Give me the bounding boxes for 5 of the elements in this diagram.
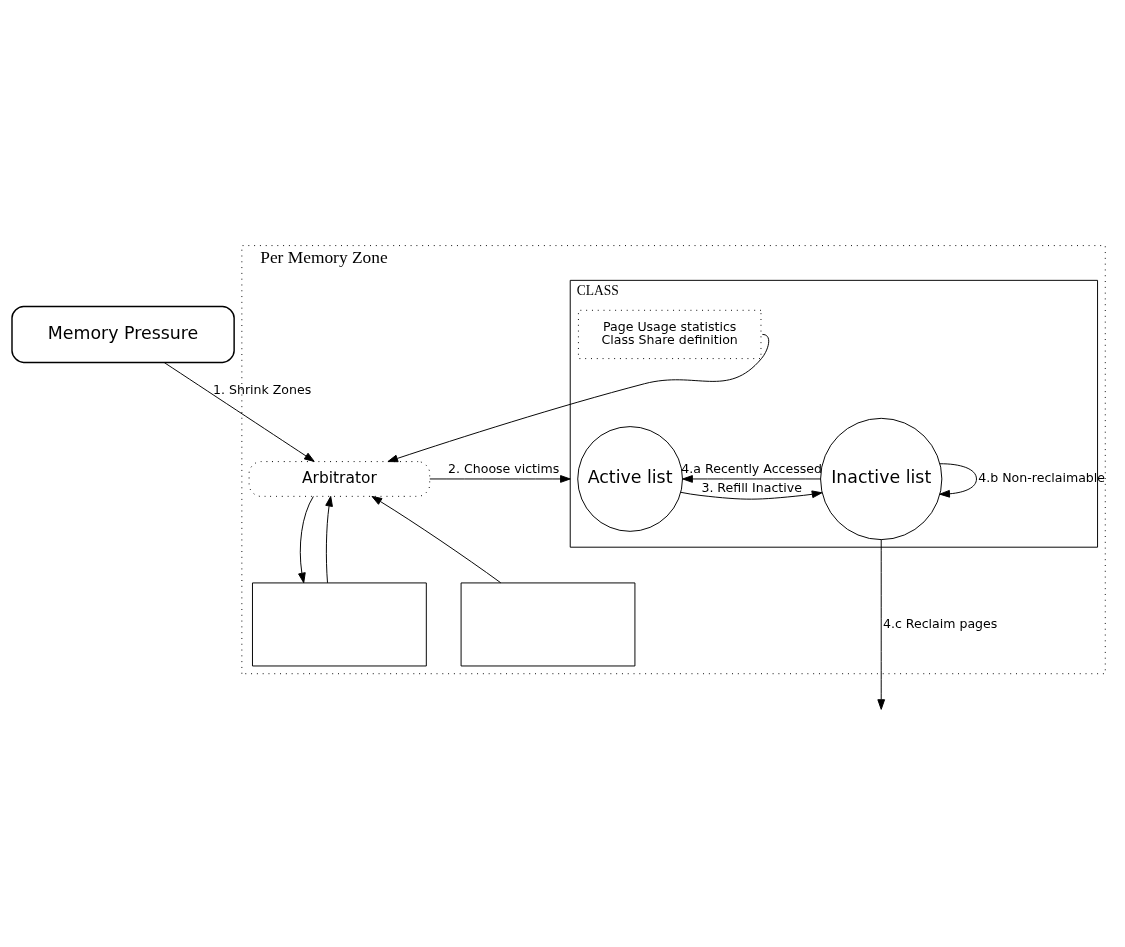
- edge-label: 3. Refill Inactive: [701, 479, 802, 495]
- edge-label: 1. Shrink Zones: [213, 381, 312, 397]
- edge-label: 4.a Recently Accessed: [681, 460, 822, 476]
- edge-label: 2. Choose victims: [448, 460, 560, 476]
- edge-label: 4.c Reclaim pages: [882, 615, 998, 631]
